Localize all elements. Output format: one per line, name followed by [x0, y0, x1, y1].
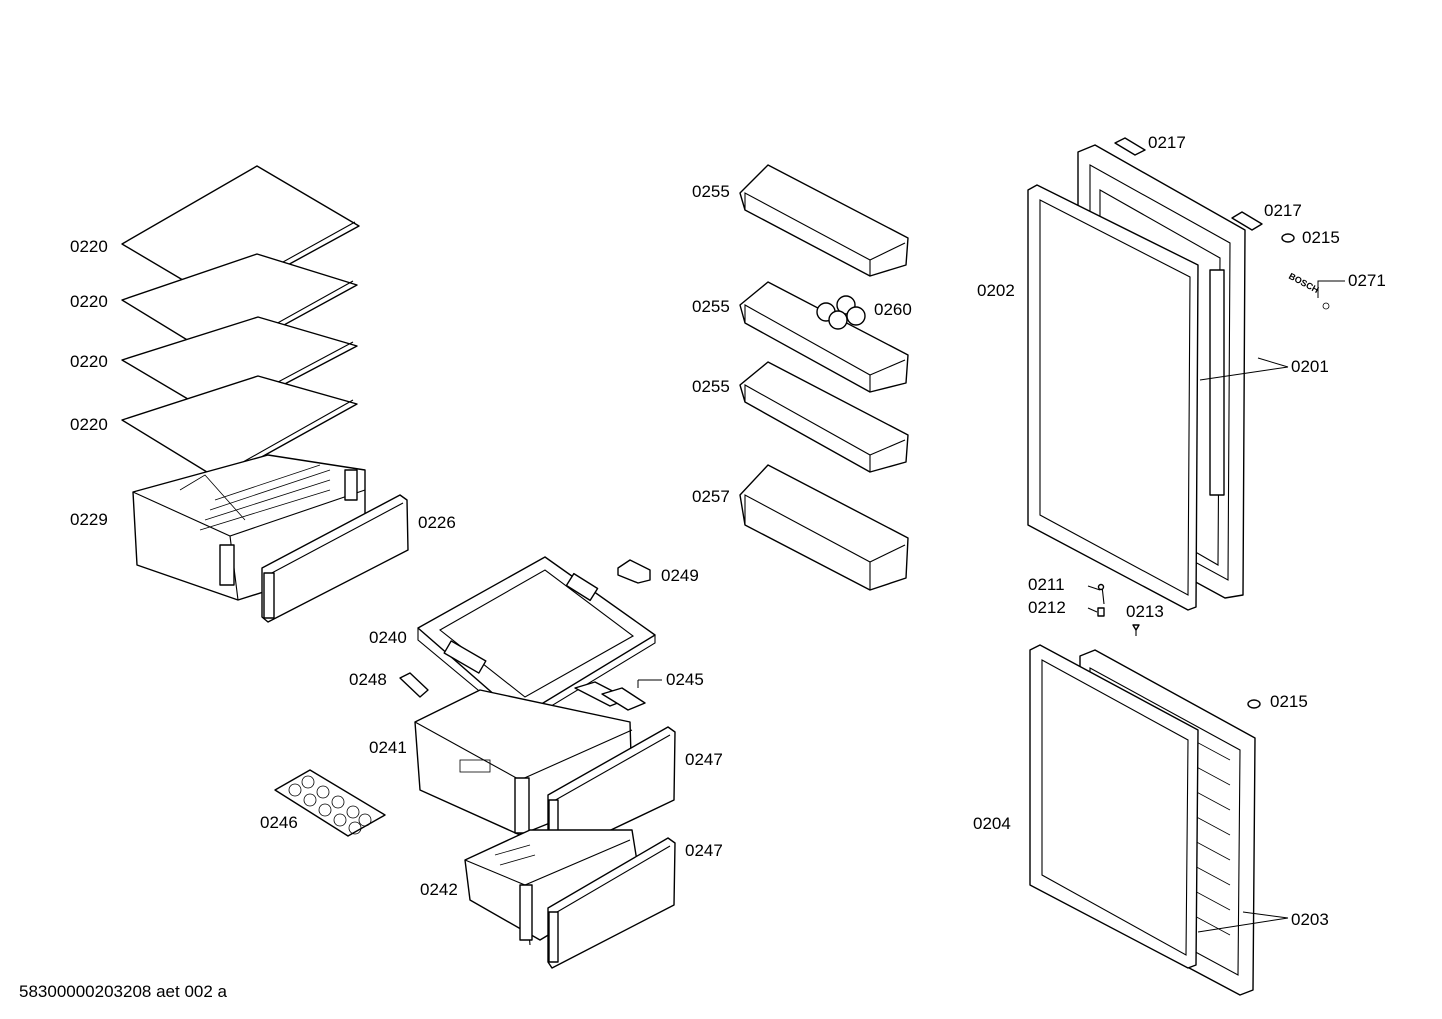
- ice-cube-tray: [274, 769, 386, 837]
- hinge-cover-top: [1114, 137, 1146, 156]
- label-0220-shelf-2: 0220: [70, 292, 108, 311]
- hinge-screw: [1097, 583, 1105, 605]
- label-0247-upper: 0247: [685, 750, 723, 769]
- egg-holder: [816, 295, 866, 330]
- door-bin-large: [739, 464, 909, 591]
- crisper-front-cover: [261, 494, 409, 623]
- clip-0248: [399, 672, 429, 698]
- label-0241: 0241: [369, 738, 407, 757]
- label-0215-bottom: 0215: [1270, 692, 1308, 711]
- label-0215-top: 0215: [1302, 228, 1340, 247]
- label-0255-bin-2: 0255: [692, 297, 730, 316]
- brand-logo: BOSCH: [1287, 271, 1330, 310]
- label-0249: 0249: [661, 566, 699, 585]
- label-0204: 0204: [973, 814, 1011, 833]
- label-0213: 0213: [1126, 602, 1164, 621]
- label-0242: 0242: [420, 880, 458, 899]
- fridge-door-gasket: [1027, 184, 1199, 611]
- hinge-pin: [1132, 624, 1140, 636]
- footer-document-id: 58300000203208 aet 002 a: [19, 982, 227, 1001]
- rail-0245: [574, 681, 646, 711]
- label-0202: 0202: [977, 281, 1015, 300]
- door-bin-1: [739, 164, 909, 277]
- label-0203: 0203: [1291, 910, 1329, 929]
- label-0217-top: 0217: [1148, 133, 1186, 152]
- label-0226: 0226: [418, 513, 456, 532]
- hinge-bushing: [1097, 607, 1105, 617]
- label-0211: 0211: [1028, 575, 1065, 594]
- label-0248: 0248: [349, 670, 387, 689]
- door-bin-3: [739, 361, 909, 473]
- hinge-cover-side: [1231, 211, 1263, 231]
- label-0255-bin-3: 0255: [692, 377, 730, 396]
- label-0212: 0212: [1028, 598, 1066, 617]
- label-0245: 0245: [666, 670, 704, 689]
- label-0229: 0229: [70, 510, 108, 529]
- label-0247-lower: 0247: [685, 841, 723, 860]
- freezer-shelf-tray: [417, 556, 656, 726]
- leader-lines: [637, 280, 1345, 933]
- label-0220-shelf-3: 0220: [70, 352, 108, 371]
- door-bin-2: [739, 281, 909, 393]
- label-0217-side: 0217: [1264, 201, 1302, 220]
- drawer-front-lower: [547, 837, 676, 969]
- label-0220-shelf-1: 0220: [70, 237, 108, 256]
- handle-clip-0249: [617, 559, 651, 584]
- cap-0215-bottom: [1247, 699, 1261, 709]
- label-0201: 0201: [1291, 357, 1329, 376]
- label-0240: 0240: [369, 628, 407, 647]
- svg-text:BOSCH: BOSCH: [1287, 271, 1320, 295]
- freezer-door-gasket: [1029, 644, 1199, 969]
- label-0257: 0257: [692, 487, 730, 506]
- cap-0215-top: [1281, 233, 1295, 243]
- label-0246: 0246: [260, 813, 298, 832]
- label-0255-bin-1: 0255: [692, 182, 730, 201]
- label-0260: 0260: [874, 300, 912, 319]
- label-0220-shelf-4: 0220: [70, 415, 108, 434]
- label-0271: 0271: [1348, 271, 1386, 290]
